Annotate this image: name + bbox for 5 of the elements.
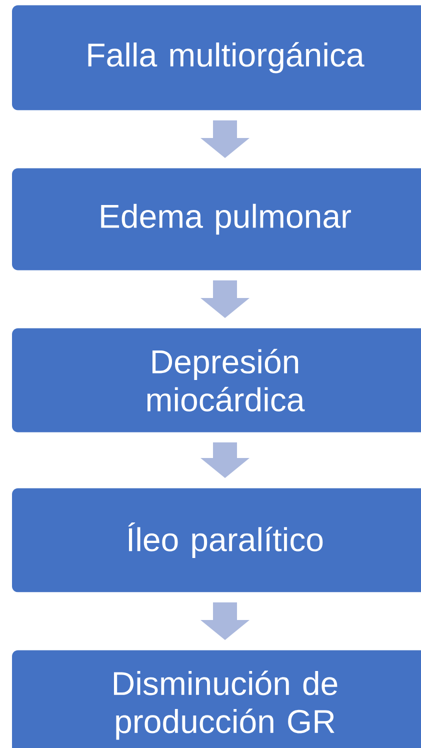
- process-box: Edema pulmonar: [12, 168, 421, 270]
- process-box: Disminución de producción GR: [12, 650, 421, 748]
- process-box: Íleo paralítico: [12, 488, 421, 592]
- process-box: Falla multiorgánica: [12, 5, 421, 110]
- process-box: Depresión miocárdica: [12, 328, 421, 432]
